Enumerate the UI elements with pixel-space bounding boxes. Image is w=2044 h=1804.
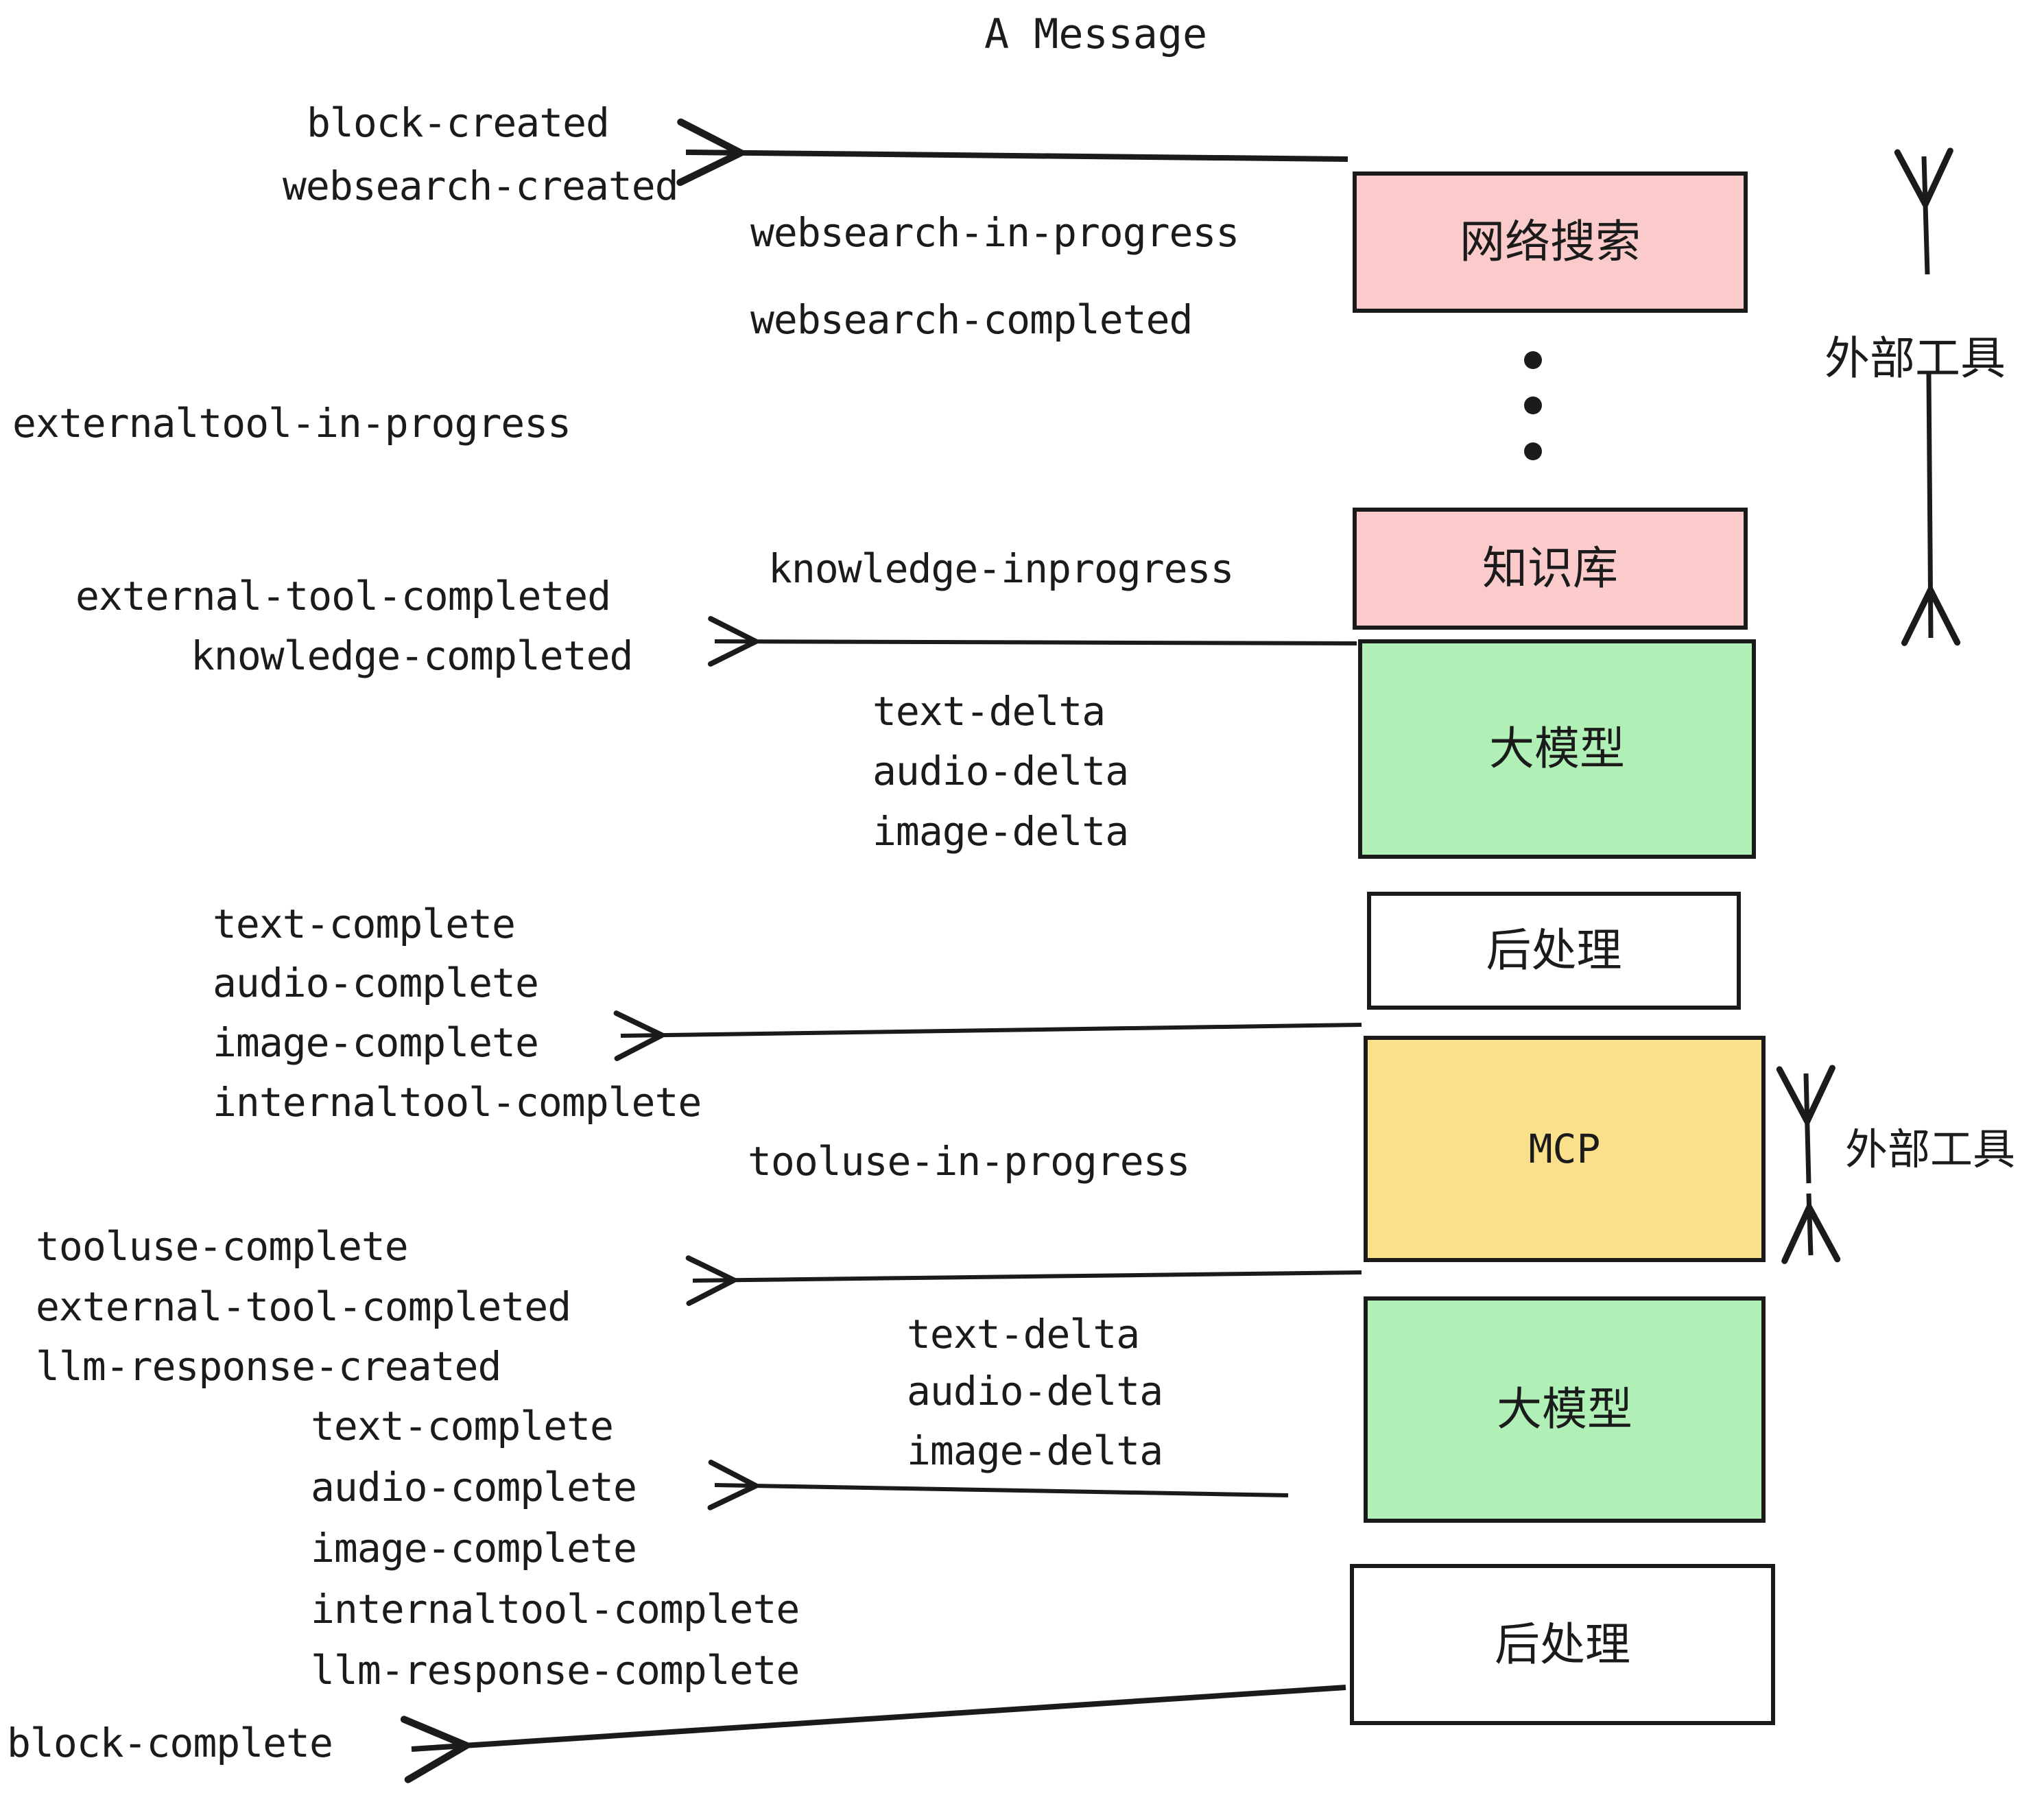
- node-llm-lower[interactable]: 大模型: [1364, 1296, 1766, 1523]
- event-block-complete: block-complete: [7, 1720, 333, 1766]
- event-tooluse-complete: tooluse-complete: [36, 1223, 409, 1270]
- arrow-llm-lower-to-audio-complete: [707, 1459, 1289, 1510]
- node-postprocess-1[interactable]: 后处理: [1367, 892, 1741, 1010]
- event-text-delta-1: text-delta: [872, 688, 1106, 735]
- event-image-delta-2: image-delta: [907, 1427, 1163, 1474]
- event-internaltool-complete-1: internaltool-complete: [213, 1079, 702, 1126]
- event-websearch-created: websearch-created: [283, 163, 679, 209]
- event-image-complete-2: image-complete: [311, 1525, 637, 1571]
- event-websearch-completed: websearch-completed: [750, 296, 1193, 343]
- ellipsis-dot-1: [1524, 351, 1542, 369]
- event-websearch-in-progress: websearch-in-progress: [750, 209, 1239, 256]
- node-postprocess-2-label: 后处理: [1495, 1617, 1630, 1671]
- event-tooluse-in-progress: tooluse-in-progress: [748, 1138, 1190, 1185]
- event-internaltool-complete-2: internaltool-complete: [311, 1586, 800, 1633]
- node-mcp[interactable]: MCP: [1364, 1036, 1766, 1262]
- event-external-tool-completed-1: external-tool-completed: [75, 573, 611, 619]
- event-text-complete-2: text-complete: [311, 1403, 614, 1449]
- node-postprocess-2[interactable]: 后处理: [1350, 1564, 1775, 1725]
- arrow-external-tools-bottom-down: [1781, 1193, 1841, 1264]
- event-block-created: block-created: [307, 99, 610, 146]
- event-llm-response-complete: llm-response-complete: [311, 1647, 800, 1694]
- node-mcp-label: MCP: [1528, 1126, 1601, 1172]
- event-audio-delta-2: audio-delta: [907, 1368, 1163, 1414]
- arrow-external-tools-bottom-up: [1776, 1065, 1835, 1184]
- event-audio-complete-1: audio-complete: [213, 960, 539, 1006]
- event-llm-response-created: llm-response-created: [36, 1343, 501, 1390]
- arrow-external-tools-top-down: [1901, 373, 1961, 646]
- ellipsis-dot-3: [1524, 442, 1542, 460]
- event-audio-complete-2: audio-complete: [311, 1464, 637, 1510]
- arrow-postprocess-to-image-complete: [613, 1010, 1362, 1061]
- node-websearch-label: 网络搜索: [1460, 215, 1641, 268]
- diagram-title: A Message: [984, 10, 1208, 58]
- ellipsis-dot-2: [1524, 396, 1542, 414]
- event-knowledge-completed: knowledge-completed: [191, 632, 633, 679]
- node-postprocess-1-label: 后处理: [1486, 924, 1622, 977]
- event-audio-delta-1: audio-delta: [872, 748, 1129, 794]
- event-image-delta-1: image-delta: [872, 808, 1129, 855]
- event-externaltool-in-progress: externaltool-in-progress: [12, 400, 571, 447]
- side-label-external-tools-bottom: 外部工具: [1845, 1124, 2016, 1174]
- node-knowledge-label: 知识库: [1482, 542, 1618, 595]
- node-llm-upper[interactable]: 大模型: [1358, 639, 1756, 859]
- arrow-external-tools-top-up: [1894, 147, 1953, 275]
- arrow-websearch-to-block-created: [676, 118, 1348, 187]
- side-label-external-tools-top: 外部工具: [1825, 332, 2006, 385]
- arrow-mcp-to-tooluse-complete: [685, 1255, 1362, 1306]
- event-image-complete-1: image-complete: [213, 1019, 539, 1066]
- node-knowledge[interactable]: 知识库: [1353, 508, 1748, 630]
- node-websearch[interactable]: 网络搜索: [1353, 171, 1748, 313]
- node-llm-lower-label: 大模型: [1497, 1383, 1632, 1436]
- arrow-postprocess-2-to-block-complete: [400, 1685, 1346, 1783]
- event-external-tool-completed-2: external-tool-completed: [36, 1283, 571, 1330]
- event-text-delta-2: text-delta: [907, 1311, 1140, 1357]
- event-text-complete-1: text-complete: [213, 901, 516, 947]
- node-llm-upper-label: 大模型: [1489, 722, 1625, 775]
- event-knowledge-inprogress: knowledge-inprogress: [768, 545, 1234, 592]
- arrow-knowledge-to-knowledge-completed: [707, 616, 1357, 667]
